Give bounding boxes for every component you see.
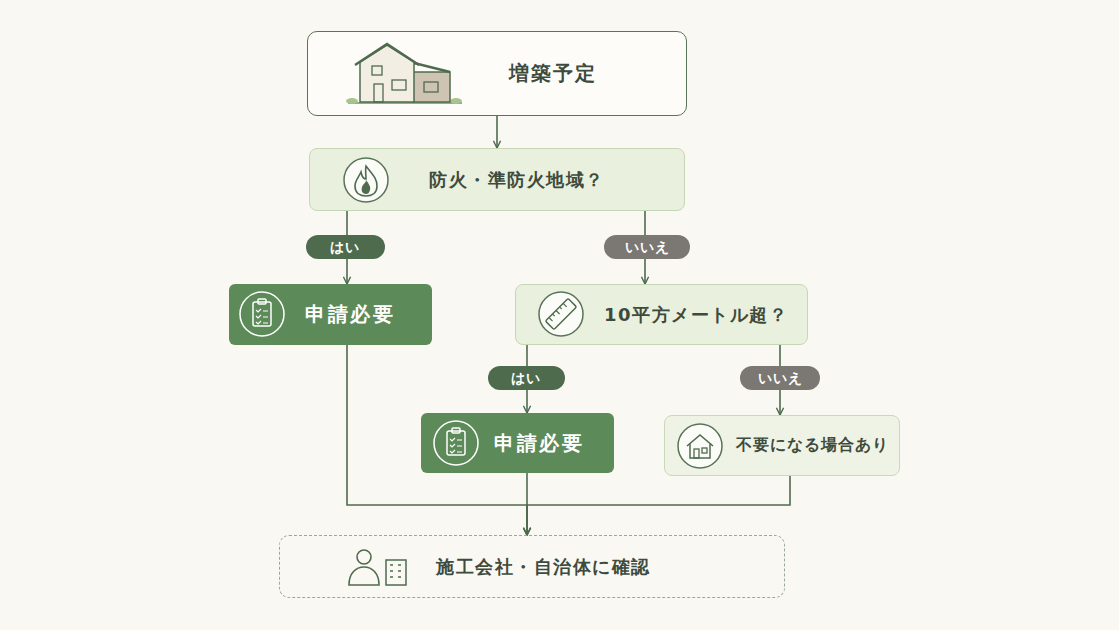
result-box: 申請必要 [421,413,614,473]
edge-label: はい [306,235,385,259]
node-text: 不要になる場合あり [736,435,889,456]
node-text: 増築予定 [509,60,597,87]
node-text: 10平方メートル超？ [604,303,788,327]
node-text: 施工会社・自治体に確認 [436,555,651,579]
flow-connector [496,116,498,148]
end-box: 施工会社・自治体に確認 [279,535,785,598]
node-text: 申請必要 [305,301,395,328]
result-box: 不要になる場合あり [664,415,900,476]
ruler-icon [539,292,583,336]
node-text: 申請必要 [494,430,584,457]
node-text: 防火・準防火地域？ [429,168,605,192]
start-box: 増築予定 [307,31,687,116]
decision-box: 防火・準防火地域？ [309,148,685,211]
flame-icon [344,158,388,202]
decision-box: 10平方メートル超？ [515,284,808,345]
house-icon [678,424,722,468]
edge-label: はい [488,366,565,390]
result-box: 申請必要 [229,284,432,345]
clipboard-icon [434,421,478,465]
flow-connector [527,476,790,535]
clipboard-icon [240,292,284,336]
edge-label: いいえ [740,366,820,390]
person-building-icon [349,550,406,585]
edge-label: いいえ [604,235,690,259]
house-illustration [346,44,462,104]
